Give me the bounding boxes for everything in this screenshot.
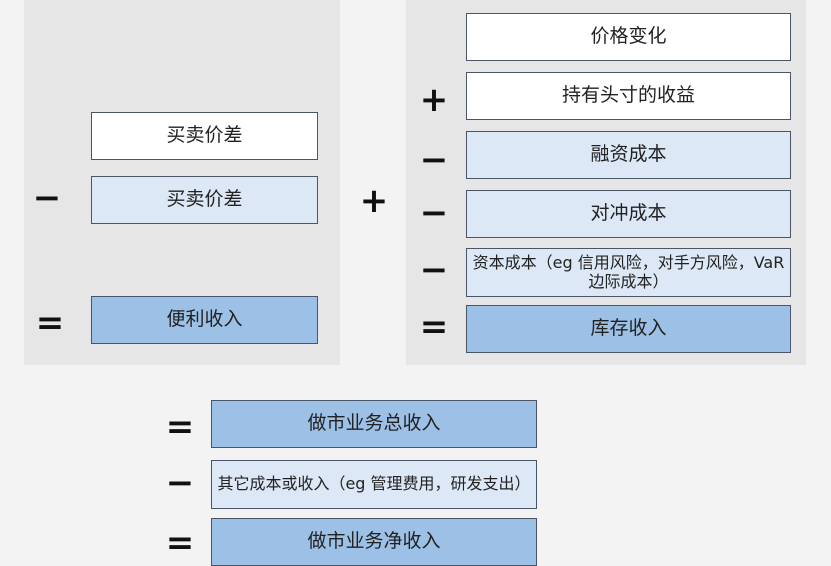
capital-cost: 资本成本（eg 信用风险，对手方风险，VaR边际成本） — [466, 248, 791, 297]
equals-operator: = — [165, 523, 195, 563]
minus-operator: − — [419, 193, 449, 233]
equals-operator: = — [165, 407, 195, 447]
other-costs-or-income: 其它成本或收入（eg 管理费用，研发支出） — [211, 460, 537, 509]
plus-operator: + — [419, 80, 449, 120]
inventory-income: 库存收入 — [466, 305, 791, 353]
price-change: 价格变化 — [466, 13, 791, 61]
minus-operator: − — [419, 250, 449, 290]
plus-operator: + — [359, 181, 389, 221]
position-carry-income: 持有头寸的收益 — [466, 72, 791, 120]
funding-cost: 融资成本 — [466, 131, 791, 179]
market-making-gross-income: 做市业务总收入 — [211, 400, 537, 448]
equals-operator: = — [35, 303, 65, 343]
market-making-net-income: 做市业务净收入 — [211, 518, 537, 566]
left-bid-ask-spread-1: 买卖价差 — [91, 112, 318, 160]
minus-operator: − — [419, 140, 449, 180]
minus-operator: − — [165, 463, 195, 503]
left-bid-ask-spread-2: 买卖价差 — [91, 176, 318, 224]
hedging-cost: 对冲成本 — [466, 190, 791, 238]
equals-operator: = — [419, 307, 449, 347]
minus-operator: − — [32, 178, 62, 218]
convenience-income: 便利收入 — [91, 296, 318, 344]
